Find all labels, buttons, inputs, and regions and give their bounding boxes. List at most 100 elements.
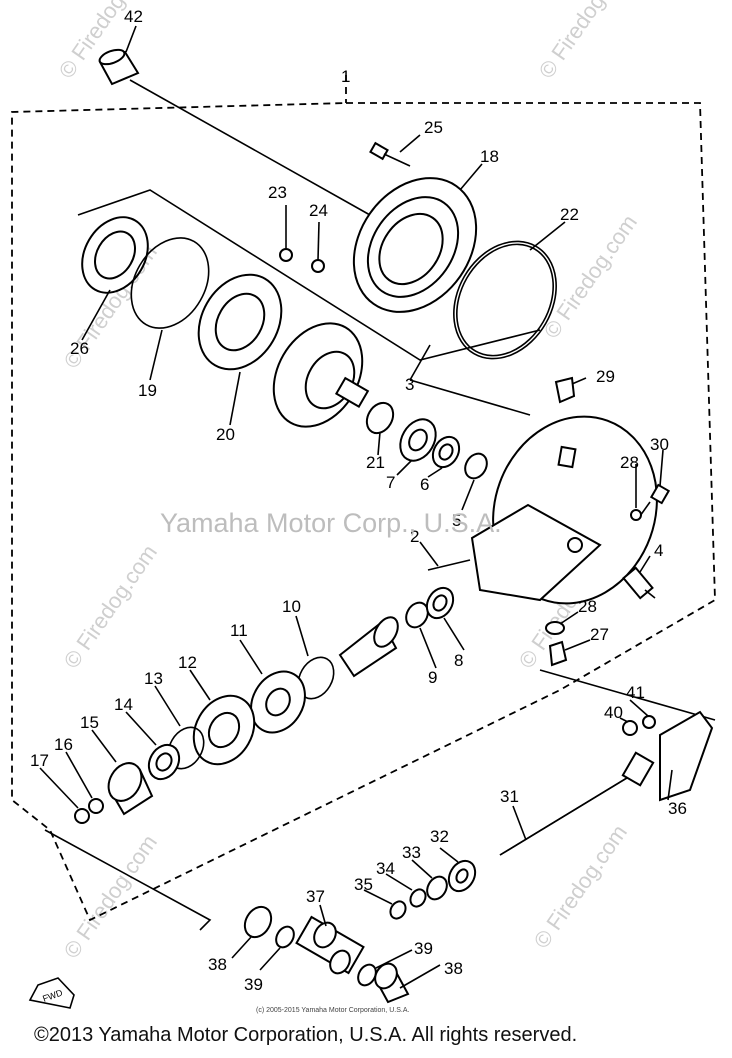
callout-25: 25 (424, 118, 443, 137)
part-36-spring-joint (659, 710, 714, 802)
part-38-bearing-upper (243, 905, 273, 939)
part-8-bearing (425, 586, 455, 620)
leader-3 (409, 344, 431, 381)
callout-18: 18 (480, 147, 499, 166)
callout-27: 27 (590, 625, 609, 644)
ring-gear (272, 322, 370, 428)
part-37-universal-joint (295, 915, 365, 975)
stud-3-lower (409, 379, 531, 416)
part-38-bearing-lower (374, 962, 410, 1004)
assembly-boundary (11, 102, 716, 922)
part-26-oil-seal (81, 216, 149, 294)
part-12-bearing-retainer (192, 694, 256, 766)
part-24-washer (311, 259, 325, 273)
part-21-shim (365, 401, 395, 435)
watermark-ml2: © Firedog.com (59, 540, 162, 673)
part-6-race (431, 435, 461, 469)
callout-38-left: 38 (208, 955, 227, 974)
callout-37: 37 (306, 887, 325, 906)
part-33-washer (426, 875, 448, 901)
watermark-bl: © Firedog.com (59, 830, 162, 963)
part-18-housing-cover (352, 177, 478, 313)
callout-36: 36 (668, 799, 687, 818)
callout-29: 29 (596, 367, 615, 386)
callout-2: 2 (410, 527, 419, 546)
small-copyright: (c) 2005-2015 Yamaha Motor Corporation, … (256, 1007, 410, 1014)
part-39-circlip-upper (275, 925, 295, 949)
part-20-bearing (197, 273, 283, 371)
part-40-nut (622, 720, 638, 736)
part-27-drain-bolt (548, 640, 568, 667)
callout-24: 24 (309, 201, 328, 220)
callout-31: 31 (500, 787, 519, 806)
callout-40: 40 (604, 703, 623, 722)
callout-7: 7 (386, 473, 395, 492)
sub-box-bottom (44, 829, 212, 931)
part-31-drive-shaft (499, 751, 655, 856)
watermark-br: © Firedog.com (529, 820, 632, 953)
callout-15: 15 (80, 713, 99, 732)
part-32-bearing (447, 859, 477, 893)
callout-39-right: 39 (414, 939, 433, 958)
callout-28-upper: 28 (620, 453, 639, 472)
callout-35: 35 (354, 875, 373, 894)
part-28-washer-upper (630, 509, 642, 521)
callout-16: 16 (54, 735, 73, 754)
callout-numbers: 42 1 25 18 23 24 22 26 19 3 29 20 21 30 … (30, 7, 687, 994)
callout-4: 4 (654, 541, 663, 560)
part-11-bearing (250, 670, 306, 734)
part-25-bolt (369, 141, 411, 167)
part-9-bushing (405, 601, 429, 629)
part-4-stud (622, 566, 656, 600)
part-28-washer-lower (545, 621, 565, 635)
callout-34: 34 (376, 859, 395, 878)
callout-33: 33 (402, 843, 421, 862)
callout-10: 10 (282, 597, 301, 616)
callout-19: 19 (138, 381, 157, 400)
callout-12: 12 (178, 653, 197, 672)
callout-11: 11 (230, 621, 248, 640)
sub-box-upper (77, 189, 541, 361)
callout-32: 32 (430, 827, 449, 846)
part-34-spacer (409, 888, 427, 908)
callout-21: 21 (366, 453, 385, 472)
part-2-stud (427, 559, 471, 571)
final-gear-case (470, 415, 658, 605)
callout-26: 26 (70, 339, 89, 358)
callout-3: 3 (405, 375, 414, 394)
footer-copyright: ©2013 Yamaha Motor Corporation, U.S.A. A… (34, 1024, 578, 1046)
callout-42: 42 (124, 7, 143, 26)
part-41-washer (642, 715, 656, 729)
part-42-bushing (98, 48, 140, 86)
callout-23: 23 (268, 183, 287, 202)
leader-42 (129, 79, 371, 216)
fwd-arrow-mark: FWD (28, 977, 75, 1009)
callout-20: 20 (216, 425, 235, 444)
part-23-nut (279, 248, 293, 262)
callout-38-right: 38 (444, 959, 463, 978)
part-14-oil-seal (147, 743, 181, 781)
callout-8: 8 (454, 651, 463, 670)
part-19-circlip (130, 237, 210, 329)
part-5-collar (464, 452, 488, 480)
callout-28-lower: 28 (578, 597, 597, 616)
callout-17: 17 (30, 751, 49, 770)
callout-41: 41 (626, 683, 645, 702)
callout-39-left: 39 (244, 975, 263, 994)
part-17-nut (74, 808, 90, 824)
callout-30: 30 (650, 435, 669, 454)
fwd-label: FWD (41, 987, 64, 1004)
callout-22: 22 (560, 205, 579, 224)
sub-box-lower (539, 669, 716, 721)
part-39-circlip-lower (357, 963, 377, 987)
callout-1: 1 (341, 67, 350, 86)
part-7-bearing (399, 418, 437, 462)
part-29-plug (554, 376, 576, 404)
part-15-coupling (107, 762, 154, 816)
callout-14: 14 (114, 695, 133, 714)
callout-5: 5 (452, 511, 461, 530)
part-22-o-ring (453, 240, 557, 360)
callout-13: 13 (144, 669, 163, 688)
callout-9: 9 (428, 668, 437, 687)
